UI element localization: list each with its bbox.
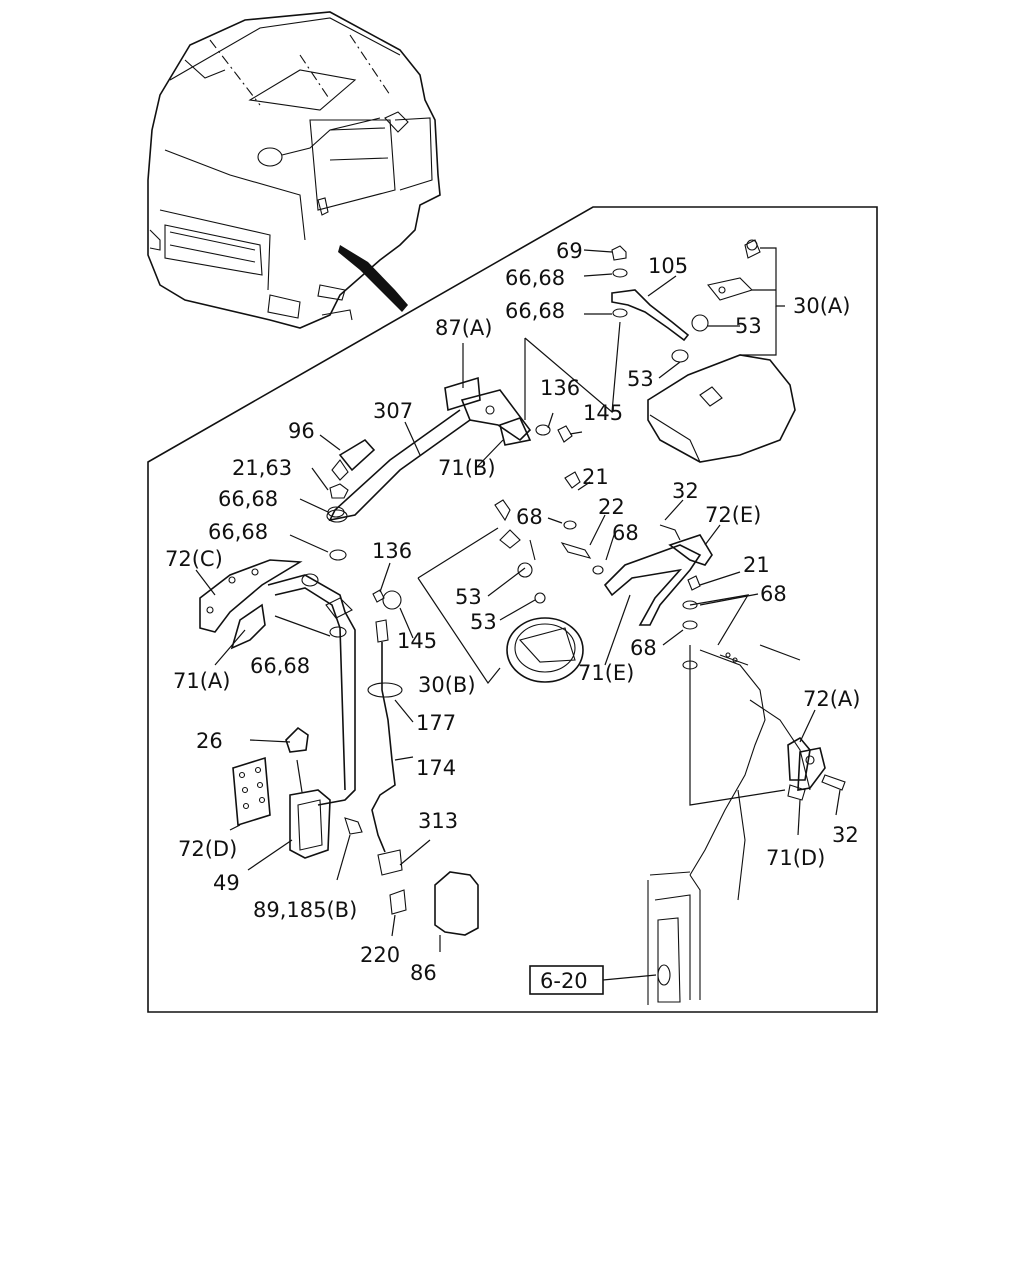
label-87a: 87(A) [435, 316, 492, 340]
label-71d: 71(D) [766, 846, 825, 870]
label-71b: 71(B) [438, 456, 496, 480]
label-66-68-a: 66,68 [505, 266, 565, 290]
label-32-b: 32 [832, 823, 859, 847]
label-145-a: 145 [583, 401, 623, 425]
label-71a: 71(A) [173, 669, 230, 693]
label-53-c: 53 [455, 585, 482, 609]
truck-cab-illustration [147, 11, 441, 329]
label-68-a: 68 [516, 505, 543, 529]
label-86: 86 [410, 961, 437, 985]
mirror-30b [494, 499, 584, 683]
stay-307 [326, 376, 573, 523]
label-21-63: 21,63 [232, 456, 292, 480]
label-21-a: 21 [582, 465, 609, 489]
label-30b: 30(B) [418, 673, 476, 697]
label-136-b: 136 [372, 539, 412, 563]
label-220: 220 [360, 943, 400, 967]
label-105: 105 [648, 254, 688, 278]
label-145-b: 145 [397, 629, 437, 653]
label-32-a: 32 [672, 479, 699, 503]
label-96: 96 [288, 419, 315, 443]
label-49: 49 [213, 871, 240, 895]
bracket-72a [787, 736, 846, 801]
label-72e: 72(E) [705, 503, 761, 527]
label-21-b: 21 [743, 553, 770, 577]
reference-box[interactable] [529, 965, 604, 995]
harness [367, 619, 407, 915]
label-66-68-d: 66,68 [208, 520, 268, 544]
label-72a: 72(A) [803, 687, 860, 711]
cover-86 [434, 871, 479, 936]
label-53-d: 53 [470, 610, 497, 634]
label-66-68-e: 66,68 [250, 654, 310, 678]
reference-box-label[interactable]: 6-20 [540, 969, 588, 993]
label-313: 313 [418, 809, 458, 833]
label-69: 69 [556, 239, 583, 263]
label-53-b: 53 [627, 367, 654, 391]
label-22: 22 [598, 495, 625, 519]
label-68-c: 68 [760, 582, 787, 606]
label-174: 174 [416, 756, 456, 780]
detail-frame [147, 206, 878, 1013]
label-66-68-b: 66,68 [505, 299, 565, 323]
label-72c: 72(C) [165, 547, 223, 571]
label-66-68-c: 66,68 [218, 487, 278, 511]
mirror-30a [647, 239, 796, 463]
part-labels: 69 66,68 105 30(A) 66,68 53 53 87(A) 136… [165, 239, 860, 985]
label-68-d: 68 [630, 636, 657, 660]
arm-71e [560, 471, 713, 670]
label-177: 177 [416, 711, 456, 735]
label-72d: 72(D) [178, 837, 237, 861]
leader-lines [195, 247, 841, 981]
bulb-96 [327, 438, 376, 561]
label-89-185b: 89,185(B) [253, 898, 357, 922]
label-71e: 71(E) [578, 661, 634, 685]
cab-body-outline [647, 644, 811, 1005]
label-53-a: 53 [735, 314, 762, 338]
label-136-a: 136 [540, 376, 580, 400]
label-307: 307 [373, 399, 413, 423]
label-26: 26 [196, 729, 223, 753]
label-68-b: 68 [612, 521, 639, 545]
bracket-72d [232, 726, 363, 859]
small-parts-top [611, 245, 709, 363]
label-30a: 30(A) [793, 294, 850, 318]
